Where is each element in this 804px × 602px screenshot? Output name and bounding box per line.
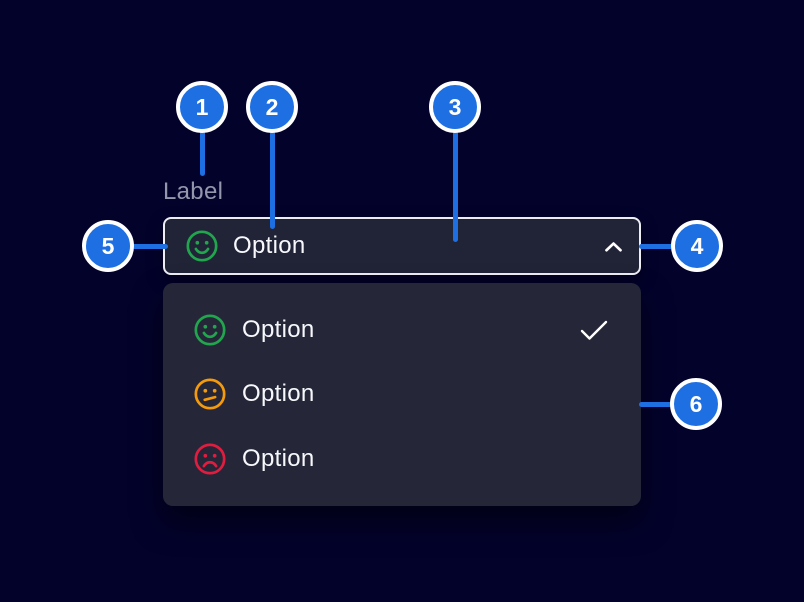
callout-number: 2	[265, 93, 279, 120]
callout-number: 4	[690, 232, 704, 259]
callout-badge-3: 3	[429, 81, 481, 133]
neutral-face-icon	[193, 377, 227, 411]
callout-number: 3	[448, 93, 462, 120]
callout-line-5	[132, 244, 168, 249]
select-value: Option	[233, 232, 306, 259]
check-icon	[579, 318, 609, 342]
callout-line-2	[270, 128, 275, 229]
callout-line-1	[200, 128, 205, 176]
callout-line-4	[639, 244, 673, 249]
callout-badge-1: 1	[176, 81, 228, 133]
select-field[interactable]: Option	[163, 217, 641, 275]
callout-badge-5: 5	[82, 220, 134, 272]
callout-line-6	[639, 402, 672, 407]
callout-number: 5	[101, 232, 115, 259]
chevron-up-icon[interactable]	[604, 240, 623, 252]
option-label: Option	[242, 380, 315, 408]
dropdown-option-positive[interactable]: Option	[163, 298, 641, 362]
sad-face-icon	[193, 442, 227, 476]
dropdown-option-negative[interactable]: Option	[163, 427, 641, 491]
callout-badge-4: 4	[671, 220, 723, 272]
happy-face-icon	[185, 229, 219, 263]
callout-badge-2: 2	[246, 81, 298, 133]
option-label: Option	[242, 444, 315, 472]
callout-badge-6: 6	[670, 378, 722, 430]
callout-line-3	[453, 128, 458, 242]
dropdown-menu: Option Option	[163, 283, 641, 506]
option-label: Option	[242, 316, 315, 344]
happy-face-icon	[193, 313, 227, 347]
callout-number: 1	[195, 93, 209, 120]
field-label: Label	[163, 178, 224, 205]
dropdown-option-neutral[interactable]: Option	[163, 362, 641, 426]
callout-number: 6	[689, 390, 703, 417]
